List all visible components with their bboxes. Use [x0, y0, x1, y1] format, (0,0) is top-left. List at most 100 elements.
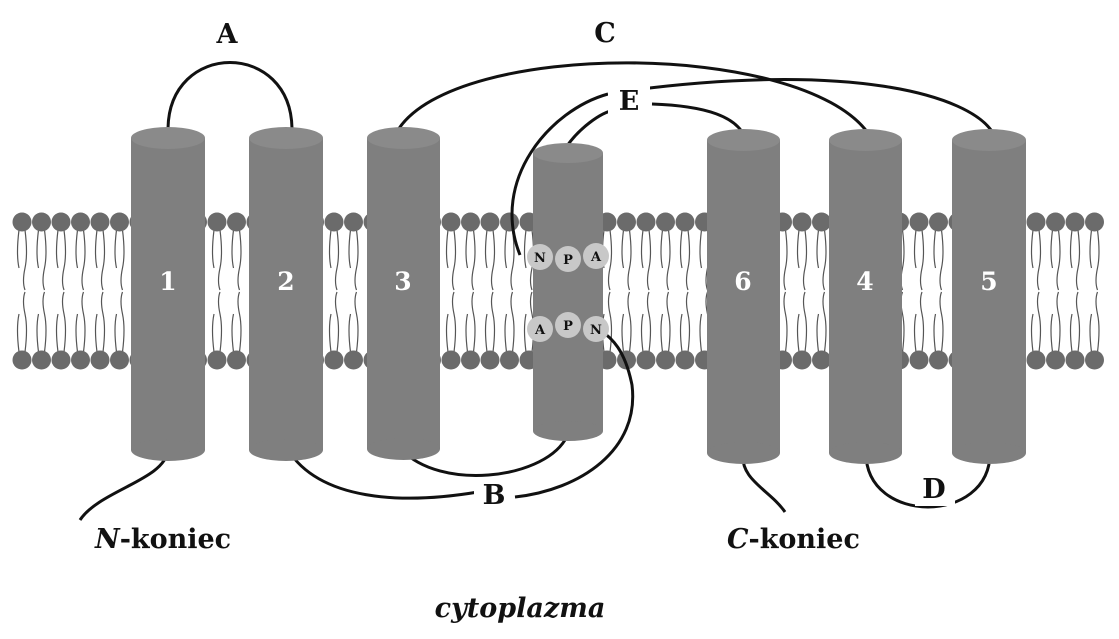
lipid-tail: [699, 229, 703, 269]
lipid-head: [32, 350, 51, 370]
loop-d-label: D: [922, 474, 945, 505]
lipid-head: [344, 350, 363, 370]
lipid-head: [929, 212, 948, 232]
lipid-head: [90, 350, 110, 370]
lipid-tail: [120, 291, 125, 353]
npa-motifs: N P A A P N: [527, 243, 609, 342]
lipid-tail: [445, 229, 449, 269]
helix-4-label: 4: [856, 267, 873, 296]
lipid-tail: [36, 229, 40, 269]
lipid-tail: [1069, 229, 1073, 269]
lipid-tail: [1030, 313, 1034, 353]
c-terminus-letter: C: [727, 524, 749, 555]
lipid-tail: [679, 313, 683, 353]
npa-motif-lower: A P N: [527, 312, 609, 342]
lipid-tail: [510, 229, 515, 291]
npa-bead: [583, 316, 609, 342]
lipid-head: [207, 212, 227, 232]
lipid-tail: [627, 291, 632, 353]
lipid-tail: [81, 229, 86, 291]
npa-upper-3: A: [590, 250, 602, 265]
lipid-tail: [1030, 229, 1034, 269]
lipid-tail: [217, 291, 223, 353]
lipid-head: [227, 350, 246, 370]
lipid-tail: [699, 313, 703, 353]
helix-4: 4: [829, 129, 902, 464]
lipid-tail: [1036, 291, 1042, 353]
lipid-tail: [16, 313, 20, 353]
lipid-tail: [523, 229, 527, 269]
lipid-tail: [231, 229, 235, 269]
lipid-tail: [607, 291, 613, 353]
lipid-tail: [685, 291, 691, 353]
lipid-tail: [627, 229, 632, 291]
lipid-head: [656, 350, 675, 370]
transmembrane-helices: 1 2 3 6 4: [131, 127, 1026, 464]
lipid-head: [792, 350, 812, 370]
lipid-tail: [646, 229, 652, 291]
loop-e-left-line: [510, 92, 609, 256]
lipid-head: [32, 212, 51, 232]
lipid-tail: [81, 291, 86, 353]
lipid-tail: [334, 291, 340, 353]
npa-motif-upper: N P A: [527, 243, 609, 272]
lipid-tail: [783, 291, 788, 353]
lipid-head: [227, 212, 246, 232]
lipid-head: [617, 212, 636, 232]
helix-5-label: 5: [980, 267, 997, 296]
lipid-tail: [1050, 229, 1054, 269]
lipid-head: [480, 350, 500, 370]
lipid-tail: [55, 229, 59, 269]
npa-lower-1: A: [534, 323, 546, 338]
lipid-tail: [348, 313, 352, 353]
lipid-tail: [822, 229, 827, 291]
lipid-head: [324, 350, 344, 370]
helix-1: 1: [131, 127, 205, 461]
lipid-tail: [679, 229, 683, 269]
helix-3-label: 3: [394, 267, 411, 296]
lipid-tail: [490, 291, 496, 353]
lipid-tail: [22, 291, 28, 353]
npa-upper-2: P: [563, 253, 573, 268]
lipid-head: [909, 350, 929, 370]
lipid-tail: [510, 291, 515, 353]
lipid-head: [1085, 212, 1104, 232]
lipid-tail: [42, 229, 47, 291]
lipid-tail: [465, 313, 469, 353]
lipid-tail: [1075, 229, 1081, 291]
lipid-tail: [802, 229, 808, 291]
lipid-head: [207, 350, 227, 370]
lipid-head: [110, 350, 129, 370]
lipid-head: [12, 350, 32, 370]
lipid-tail: [913, 229, 917, 269]
lipid-head: [90, 212, 110, 232]
lipid-tail: [114, 229, 118, 269]
lipid-head: [344, 212, 363, 232]
loop-b-right-line: [514, 328, 635, 499]
lipid-tail: [120, 229, 125, 291]
lipid-head: [500, 212, 519, 232]
lipid-tail: [504, 313, 508, 353]
lipid-tail: [484, 313, 488, 353]
lipid-tail: [1050, 313, 1054, 353]
lipid-tail: [640, 313, 644, 353]
lipid-tail: [354, 291, 359, 353]
c-terminus-label: C-koniec: [727, 524, 860, 555]
npa-upper-1: N: [534, 251, 546, 266]
lipid-tail: [328, 313, 332, 353]
loop-d-line: [864, 452, 992, 509]
loop-b-outer-line: [286, 449, 479, 500]
lipid-head: [812, 212, 831, 232]
loop-e-upper-line: [617, 77, 995, 134]
lipid-tail: [919, 229, 925, 291]
lipid-head: [1046, 350, 1065, 370]
lipid-head: [812, 350, 831, 370]
lipid-head: [675, 212, 695, 232]
lipid-tail: [471, 291, 476, 353]
lipid-head: [12, 212, 32, 232]
helix-5: 5: [952, 129, 1026, 464]
npa-lower-3: N: [590, 323, 602, 338]
lipid-tail: [100, 291, 106, 353]
lipid-tail: [94, 229, 98, 269]
